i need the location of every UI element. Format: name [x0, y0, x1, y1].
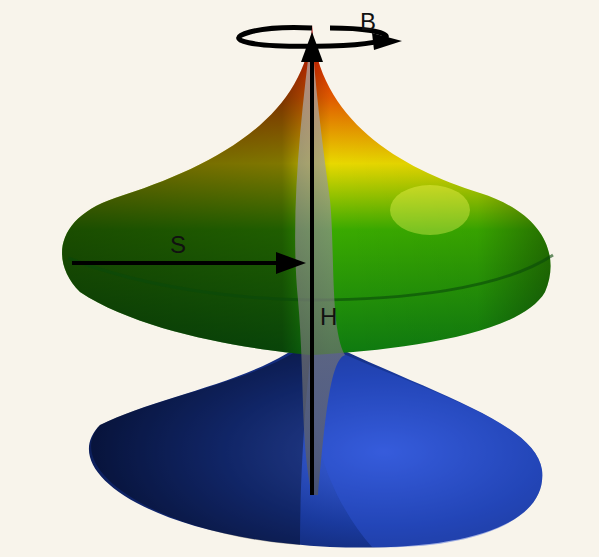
axis-label: S [170, 233, 186, 257]
axis-label: B [360, 10, 376, 34]
axis-label: H [320, 305, 337, 329]
